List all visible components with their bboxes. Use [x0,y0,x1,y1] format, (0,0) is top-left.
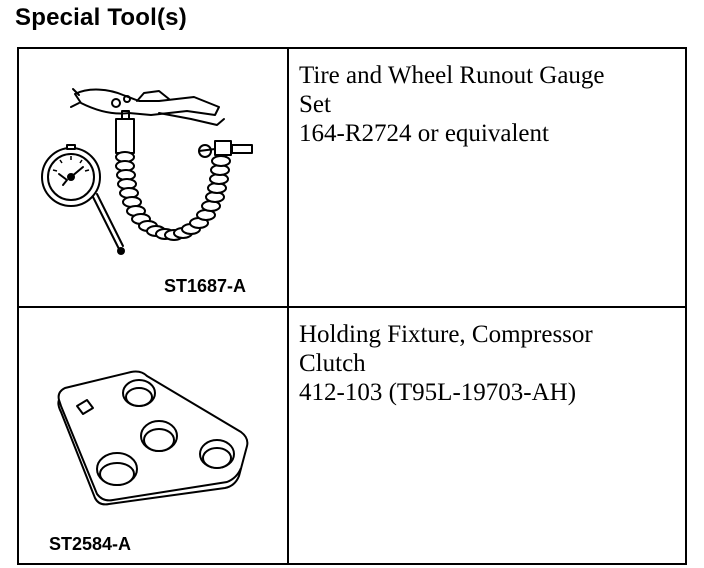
tool-description-cell: Holding Fixture, Compressor Clutch 412-1… [287,306,687,565]
tool-name-line: Set [299,91,331,118]
table-row: ST1687-A Tire and Wheel Runout Gauge Set… [17,47,687,308]
table-row: ST2584-A Holding Fixture, Compressor Clu… [17,306,687,565]
figure-code: ST2584-A [49,534,132,554]
special-tools-table: ST1687-A Tire and Wheel Runout Gauge Set… [17,47,687,565]
section-heading: Special Tool(s) [15,4,187,31]
holding-fixture-icon [57,370,249,506]
tool-number-line: 412-103 (T95L-19703-AH) [299,379,577,406]
tool-illustration-cell: ST1687-A [17,47,289,308]
tool-name-line: Tire and Wheel Runout Gauge [299,62,605,89]
tool-description-cell: Tire and Wheel Runout Gauge Set 164-R272… [287,47,687,308]
runout-gauge-icon [41,88,253,255]
figure-code: ST1687-A [164,276,247,296]
tool-name-line: Holding Fixture, Compressor [299,321,593,348]
tool-number-line: 164-R2724 or equivalent [299,120,549,147]
tool-illustration-cell: ST2584-A [17,306,289,565]
tool-name-line: Clutch [299,350,366,377]
